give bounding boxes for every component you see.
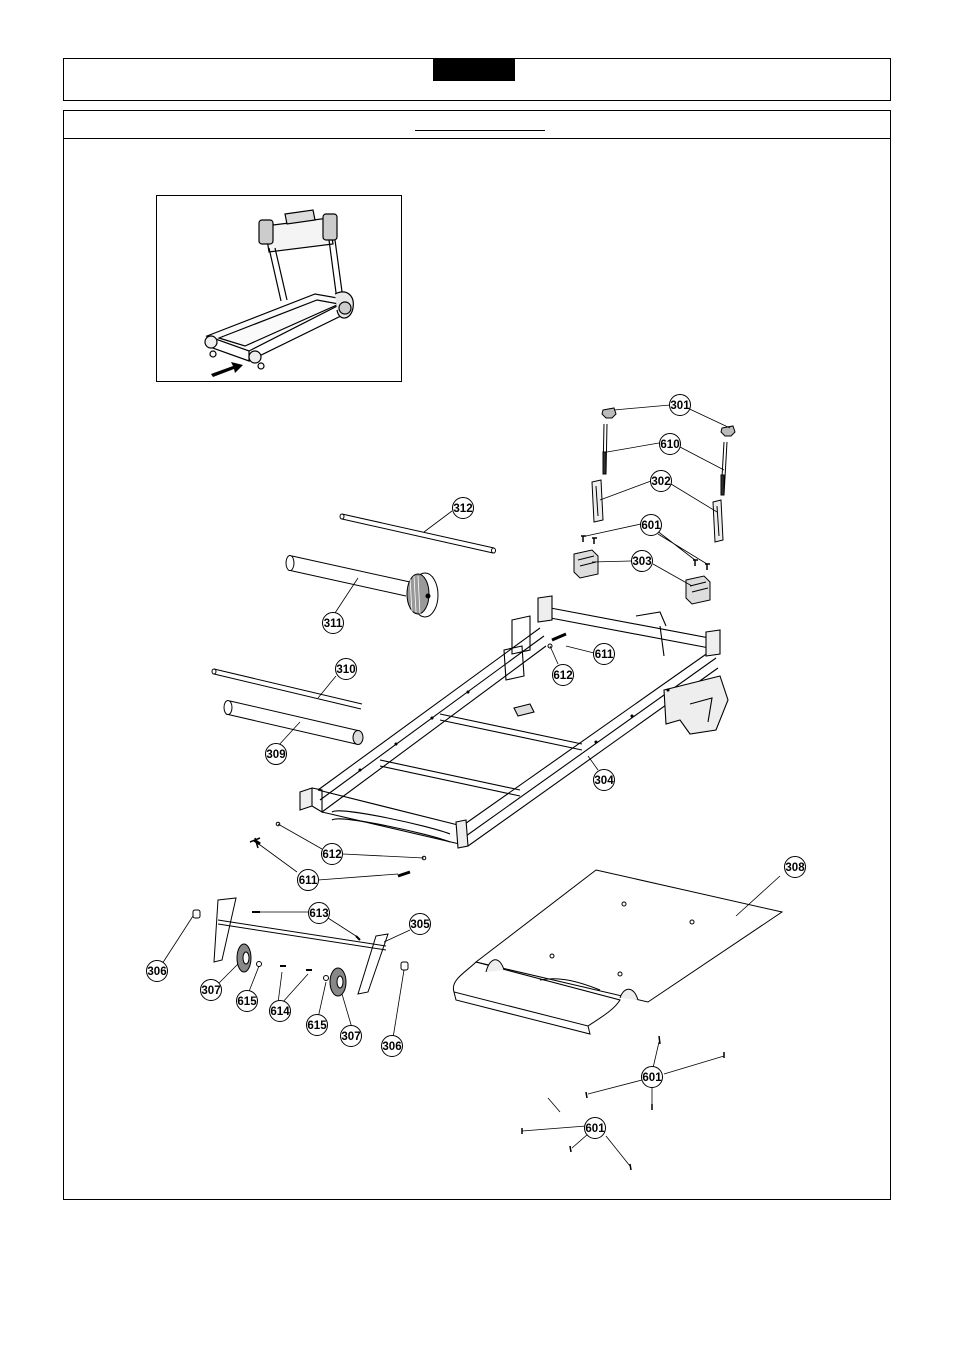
callout-614: 614 xyxy=(270,1001,291,1022)
callout-613: 613 xyxy=(309,903,330,924)
callout-307-right: 307 xyxy=(341,1026,362,1047)
svg-text:615: 615 xyxy=(237,996,257,1008)
callout-310: 310 xyxy=(336,659,357,680)
part-308-cover xyxy=(453,870,782,1034)
svg-text:611: 611 xyxy=(595,649,614,661)
svg-text:312: 312 xyxy=(453,503,472,515)
svg-text:304: 304 xyxy=(594,775,614,787)
svg-text:614: 614 xyxy=(270,1006,290,1018)
svg-text:303: 303 xyxy=(632,556,651,568)
svg-text:306: 306 xyxy=(147,966,166,978)
callout-601-lower-right: 601 xyxy=(642,1067,663,1088)
callout-615: 615 xyxy=(237,991,258,1012)
svg-text:308: 308 xyxy=(785,862,805,874)
callout-307: 307 xyxy=(201,980,222,1001)
part-309-roller xyxy=(224,701,363,745)
svg-text:615: 615 xyxy=(307,1020,327,1032)
svg-text:601: 601 xyxy=(585,1123,605,1135)
part-304-frame xyxy=(300,596,728,848)
callout-612: 612 xyxy=(553,665,574,686)
svg-text:307: 307 xyxy=(341,1031,360,1043)
callout-308: 308 xyxy=(785,857,806,878)
svg-text:307: 307 xyxy=(201,985,220,997)
svg-text:309: 309 xyxy=(266,749,285,761)
callout-312: 312 xyxy=(453,498,474,519)
callout-612-lower: 612 xyxy=(322,844,343,865)
callout-305: 305 xyxy=(410,914,431,935)
svg-text:301: 301 xyxy=(670,400,690,412)
callout-601: 601 xyxy=(641,515,662,536)
callout-301: 301 xyxy=(670,395,691,416)
callout-611-lower: 611 xyxy=(298,870,319,891)
callout-611: 611 xyxy=(594,644,615,665)
callout-311: 311 xyxy=(323,613,344,634)
svg-text:612: 612 xyxy=(322,849,341,861)
callout-610: 610 xyxy=(660,434,681,455)
part-311-roller xyxy=(286,556,438,618)
part-312-rod xyxy=(340,514,496,553)
svg-text:613: 613 xyxy=(309,908,328,920)
part-611-612-upper xyxy=(548,634,566,648)
svg-text:302: 302 xyxy=(651,476,670,488)
svg-text:601: 601 xyxy=(641,520,661,532)
callout-303: 303 xyxy=(632,551,653,572)
svg-text:305: 305 xyxy=(410,919,430,931)
svg-text:610: 610 xyxy=(660,439,679,451)
svg-text:601: 601 xyxy=(642,1072,662,1084)
callout-304: 304 xyxy=(594,770,615,791)
svg-text:306: 306 xyxy=(382,1041,401,1053)
callout-306-right: 306 xyxy=(382,1036,403,1057)
part-307-wheels xyxy=(237,944,346,996)
part-613-614-615-hardware xyxy=(252,912,360,981)
part-301-caps xyxy=(602,408,735,436)
svg-text:612: 612 xyxy=(553,670,572,682)
svg-text:611: 611 xyxy=(299,875,318,887)
callout-615-right: 615 xyxy=(307,1015,328,1036)
callout-302: 302 xyxy=(651,471,672,492)
callout-309: 309 xyxy=(266,744,287,765)
svg-text:310: 310 xyxy=(336,664,355,676)
svg-text:311: 311 xyxy=(324,618,343,630)
callout-601-lower-left: 601 xyxy=(585,1118,606,1139)
callout-306: 306 xyxy=(147,961,168,982)
